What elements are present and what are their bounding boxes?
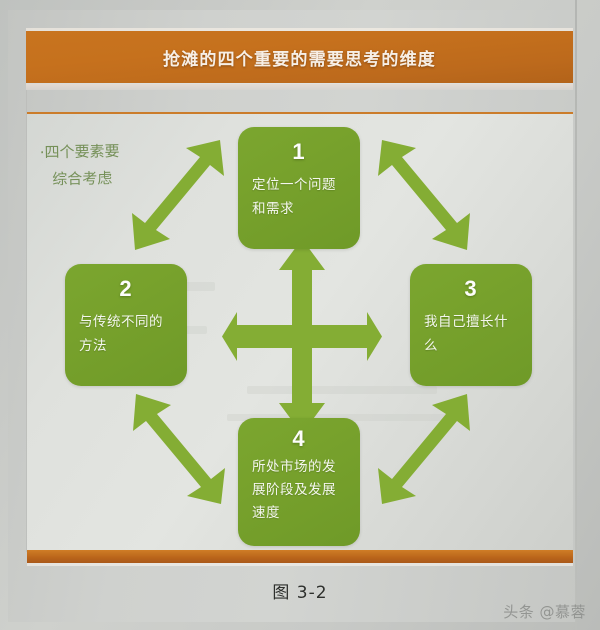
diagram-node-4[interactable]: 4 所处市场的发展阶段及发展速度: [238, 418, 360, 546]
bottom-right-double-arrow: [378, 394, 470, 504]
diagram-node-3[interactable]: 3 我自己擅长什么: [410, 264, 532, 386]
page-title: 抢滩的四个重要的需要思考的维度: [163, 49, 436, 70]
bottom-accent-bar: [27, 550, 573, 566]
figure-caption: 图 3-2: [272, 583, 328, 603]
node-3-text: 我自己擅长什么: [424, 314, 508, 354]
node-3-number: 3: [464, 276, 478, 301]
page-edge-line: [575, 0, 577, 630]
paper-bleed-mark: [227, 414, 457, 421]
page-fold-line: [26, 90, 27, 552]
title-bar: 抢滩的四个重要的需要思考的维度: [26, 28, 573, 83]
node-4-text: 所处市场的发展阶段及发展速度: [252, 459, 336, 521]
node-1-text: 定位一个问题和需求: [252, 177, 336, 217]
annotation-line-1: ·四个要素要: [39, 142, 120, 162]
diagram-node-1[interactable]: 1 定位一个问题和需求: [238, 127, 360, 249]
node-4-number: 4: [292, 426, 306, 451]
annotation-line-2: 综合考虑: [52, 169, 113, 189]
bottom-left-double-arrow: [133, 394, 225, 504]
center-cross-arrow: [222, 239, 382, 434]
paper-bleed-mark: [247, 386, 437, 394]
top-right-double-arrow: [378, 140, 470, 250]
watermark: 头条 @慕蓉: [503, 603, 586, 621]
title-underline-strip: [26, 84, 573, 90]
diagram-node-2[interactable]: 2 与传统不同的方法: [65, 264, 187, 386]
top-left-double-arrow: [132, 140, 224, 250]
node-1-number: 1: [292, 139, 306, 164]
node-2-number: 2: [119, 276, 133, 301]
handwritten-annotation: ·四个要素要 综合考虑: [40, 137, 211, 194]
node-2-text: 与传统不同的方法: [79, 314, 163, 354]
